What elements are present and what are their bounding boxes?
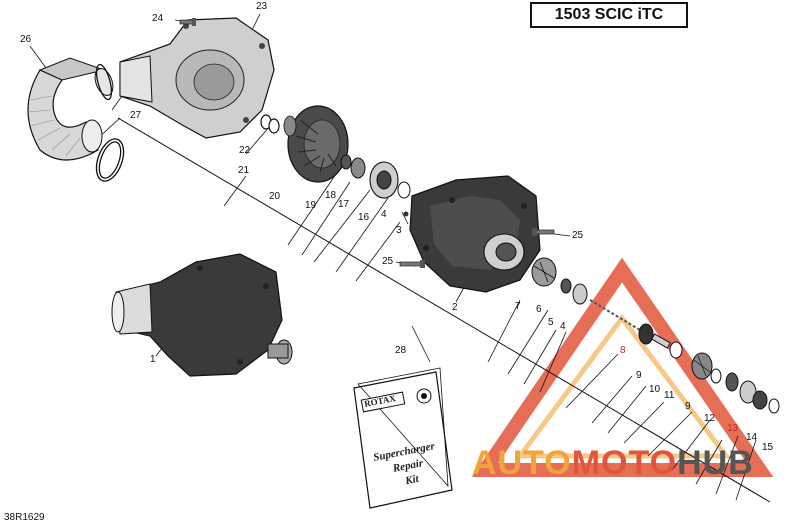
callout-number: 9 [636, 370, 642, 381]
callout-number: 4 [560, 321, 566, 332]
bearing-stack-part [340, 154, 411, 217]
drawing-code: 38R1629 [4, 512, 45, 523]
supercharger-housing-part [409, 175, 541, 293]
callout-number: 25 [572, 230, 584, 241]
callout-number: 15 [762, 442, 774, 453]
assembly-axis-line [117, 117, 771, 503]
callout-number: 20 [269, 191, 281, 202]
callout-number: 24 [152, 13, 164, 24]
callout-number: 11 [664, 390, 675, 401]
drive-gear-part [531, 257, 641, 331]
callout-number: 1 [150, 354, 156, 365]
callout-number: 12 [704, 413, 716, 424]
callout-number: 16 [358, 212, 370, 223]
callout-number: 26 [20, 34, 32, 45]
hose-clamp-part [95, 63, 125, 182]
callout-number: 18 [325, 190, 337, 201]
watermark-triangle-icon [471, 257, 774, 477]
callout-number: 7 [515, 301, 521, 312]
supercharger-assembly-part [111, 253, 293, 377]
callout-number: 3 [396, 225, 402, 236]
watermark-part-3: HUB [677, 444, 754, 482]
callout-number: 22 [239, 145, 251, 156]
callout-number: 6 [536, 304, 542, 315]
callout-number: 17 [338, 199, 350, 210]
callout-number: 23 [256, 1, 268, 12]
watermark-text: AUTOMOTOHUB [472, 444, 754, 483]
screw-part [179, 18, 196, 26]
callout-number: 25 [382, 256, 394, 267]
callout-number: 28 [395, 345, 407, 356]
screw-part [399, 228, 555, 268]
repair-kit-booklet-part [353, 367, 453, 509]
impeller-part [283, 105, 349, 183]
callout-number: 10 [649, 384, 661, 395]
callout-number: 13 [727, 423, 739, 434]
seal-part [260, 114, 280, 134]
watermark-part-1: AUTO [472, 444, 572, 482]
callout-number: 8 [620, 345, 626, 356]
elbow-hose-part [27, 57, 114, 161]
leader-lines [29, 13, 757, 501]
model-label: 1503 SCIC iTC [530, 2, 688, 28]
callout-number: 14 [746, 432, 758, 443]
callout-number: 2 [452, 302, 458, 313]
callout-number: 21 [238, 165, 250, 176]
callout-number: 4 [381, 209, 387, 220]
callout-number: 5 [548, 317, 554, 328]
watermark-part-2: MOTO [571, 444, 678, 482]
callout-number: 19 [305, 200, 317, 211]
compressor-cover-part [119, 17, 275, 139]
callout-number: 9 [685, 401, 691, 412]
callout-number: 27 [130, 110, 142, 121]
shaft-components-part [638, 323, 780, 414]
